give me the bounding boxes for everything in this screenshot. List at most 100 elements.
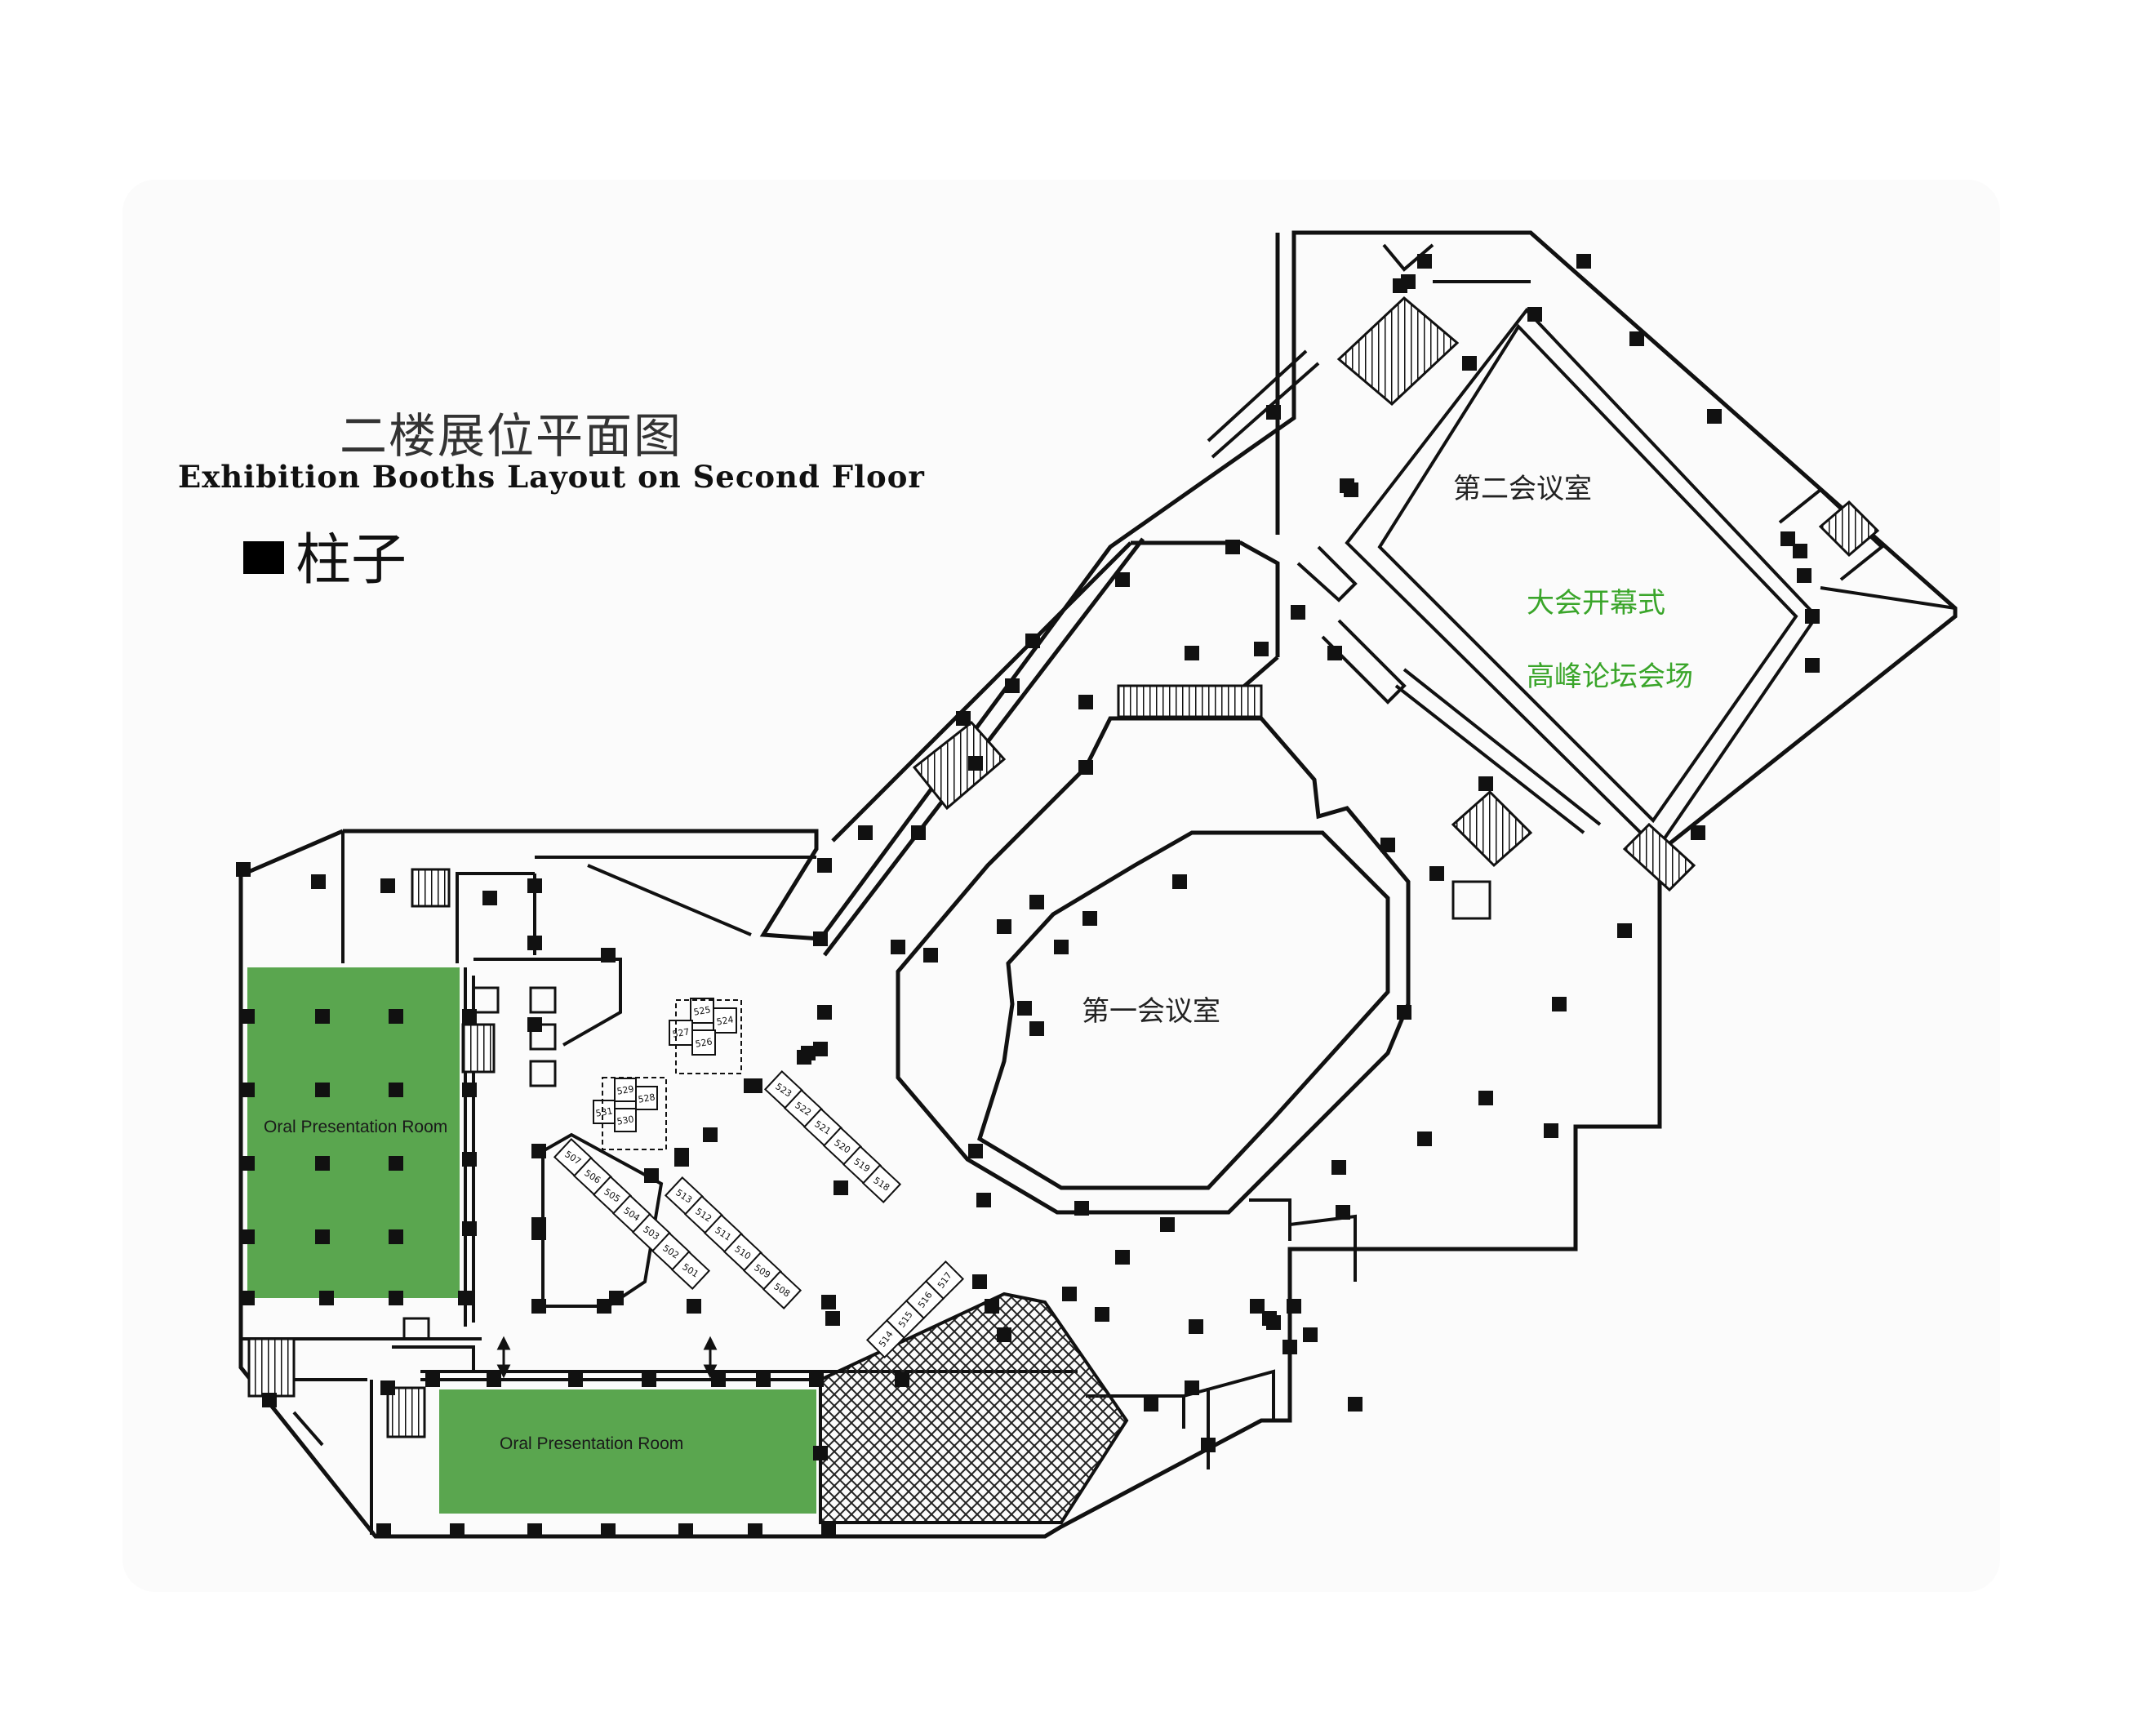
pillar xyxy=(976,1193,991,1207)
booth[interactable]: 518 xyxy=(861,1164,902,1203)
opening-ceremony-label: 大会开幕式 xyxy=(1527,587,1665,620)
booth-box xyxy=(924,1260,965,1300)
pillar xyxy=(1805,609,1820,624)
pillar xyxy=(1201,1438,1216,1452)
pillar xyxy=(1185,646,1199,660)
booth[interactable]: 501 xyxy=(670,1251,711,1290)
booth-box xyxy=(593,1100,616,1124)
pillar xyxy=(1780,531,1795,546)
pillar xyxy=(821,1523,836,1538)
pillar xyxy=(1074,1201,1089,1216)
pillar xyxy=(462,1152,477,1167)
pillar xyxy=(748,1523,762,1538)
pillar xyxy=(1336,1205,1350,1220)
pillar xyxy=(482,891,497,905)
booth-number: 528 xyxy=(638,1091,656,1105)
pillar xyxy=(678,1523,693,1538)
pillar xyxy=(1082,911,1097,926)
pillar xyxy=(1417,1131,1432,1146)
pillar xyxy=(1291,605,1305,620)
pillar xyxy=(389,1083,403,1097)
pillar xyxy=(1527,307,1542,322)
oral-room-2-label: Oral Presentation Room xyxy=(500,1434,683,1453)
pillar xyxy=(389,1009,403,1024)
pillar xyxy=(1172,874,1187,889)
pillar xyxy=(601,1523,616,1538)
arrow-icons xyxy=(496,1336,718,1379)
booth[interactable]: 530 xyxy=(614,1108,637,1132)
pillar xyxy=(527,878,542,893)
booth-cluster-outline xyxy=(602,1077,667,1150)
pillar xyxy=(319,1291,334,1305)
pillar xyxy=(240,1083,255,1097)
pillar xyxy=(1282,1340,1297,1354)
pillar xyxy=(1144,1397,1158,1412)
booth[interactable]: 517 xyxy=(924,1260,965,1300)
pillar xyxy=(527,936,542,950)
pillar xyxy=(1331,1160,1346,1175)
pillar xyxy=(1185,1380,1199,1395)
booth[interactable]: 528 xyxy=(635,1086,658,1110)
booth-box xyxy=(669,1020,693,1046)
pillar xyxy=(756,1372,771,1387)
hall-2-label: 第二会议室 xyxy=(1453,473,1592,505)
pillar xyxy=(240,1156,255,1171)
pillar xyxy=(527,1017,542,1032)
pillar xyxy=(1462,356,1477,371)
pillar xyxy=(1348,1397,1363,1412)
pillar xyxy=(825,1311,840,1326)
black-square-icon xyxy=(243,541,284,574)
booth[interactable]: 525 xyxy=(690,998,714,1024)
pillar xyxy=(1017,1001,1032,1016)
pillar xyxy=(1254,642,1269,656)
pillar xyxy=(1793,544,1807,558)
pillar xyxy=(1250,1299,1265,1314)
pillar xyxy=(956,711,971,726)
pillar xyxy=(985,1299,999,1314)
pillar xyxy=(1062,1287,1077,1301)
booth[interactable]: 527 xyxy=(669,1020,693,1046)
pillar xyxy=(911,825,926,840)
pillar xyxy=(568,1372,583,1387)
oral-room-2-fill xyxy=(439,1389,816,1514)
booth-box xyxy=(861,1164,902,1203)
pillar xyxy=(1397,1005,1411,1020)
booth-number: 525 xyxy=(693,1004,712,1017)
booth[interactable]: 531 xyxy=(593,1100,616,1124)
booth[interactable]: 524 xyxy=(713,1007,737,1034)
pillar xyxy=(380,878,395,893)
booth-box xyxy=(635,1086,658,1110)
pillar xyxy=(1478,1091,1493,1105)
pillar xyxy=(1576,254,1591,269)
pillar xyxy=(450,1523,465,1538)
booth[interactable]: 529 xyxy=(614,1078,637,1102)
pillar xyxy=(236,862,251,877)
booth-box xyxy=(614,1108,637,1132)
pillar xyxy=(311,874,326,889)
hall-1-label: 第一会议室 xyxy=(1082,995,1220,1028)
pillar xyxy=(744,1078,758,1093)
pillar xyxy=(601,948,616,963)
pillar xyxy=(425,1372,440,1387)
pillar xyxy=(462,1083,477,1097)
oral-room-1-label: Oral Presentation Room xyxy=(264,1118,447,1136)
pillar xyxy=(674,1152,689,1167)
pillar xyxy=(458,1291,473,1305)
pillar xyxy=(240,1009,255,1024)
pillar xyxy=(997,1327,1011,1342)
hall-1-walls xyxy=(896,716,1411,1215)
pillar xyxy=(315,1083,330,1097)
pillar xyxy=(609,1291,624,1305)
booth[interactable]: 526 xyxy=(691,1029,716,1056)
pillar xyxy=(487,1372,501,1387)
pillar xyxy=(1544,1123,1558,1138)
booth-box xyxy=(614,1078,637,1102)
booth[interactable]: 508 xyxy=(762,1270,802,1309)
pillar xyxy=(1115,1250,1130,1265)
stairs-hall-2 xyxy=(912,296,1880,892)
pillar xyxy=(813,1446,828,1460)
pillar xyxy=(1797,568,1811,583)
pillar xyxy=(858,825,873,840)
pillar xyxy=(1160,1217,1175,1232)
